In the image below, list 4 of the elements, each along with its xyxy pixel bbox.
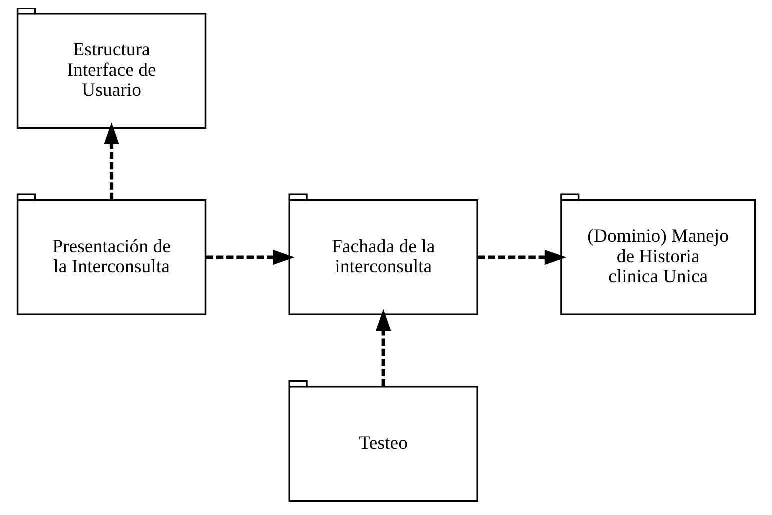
arrow: [206, 250, 294, 266]
arrow: [104, 122, 119, 200]
arrow: [478, 250, 566, 266]
arrow: [376, 309, 391, 386]
